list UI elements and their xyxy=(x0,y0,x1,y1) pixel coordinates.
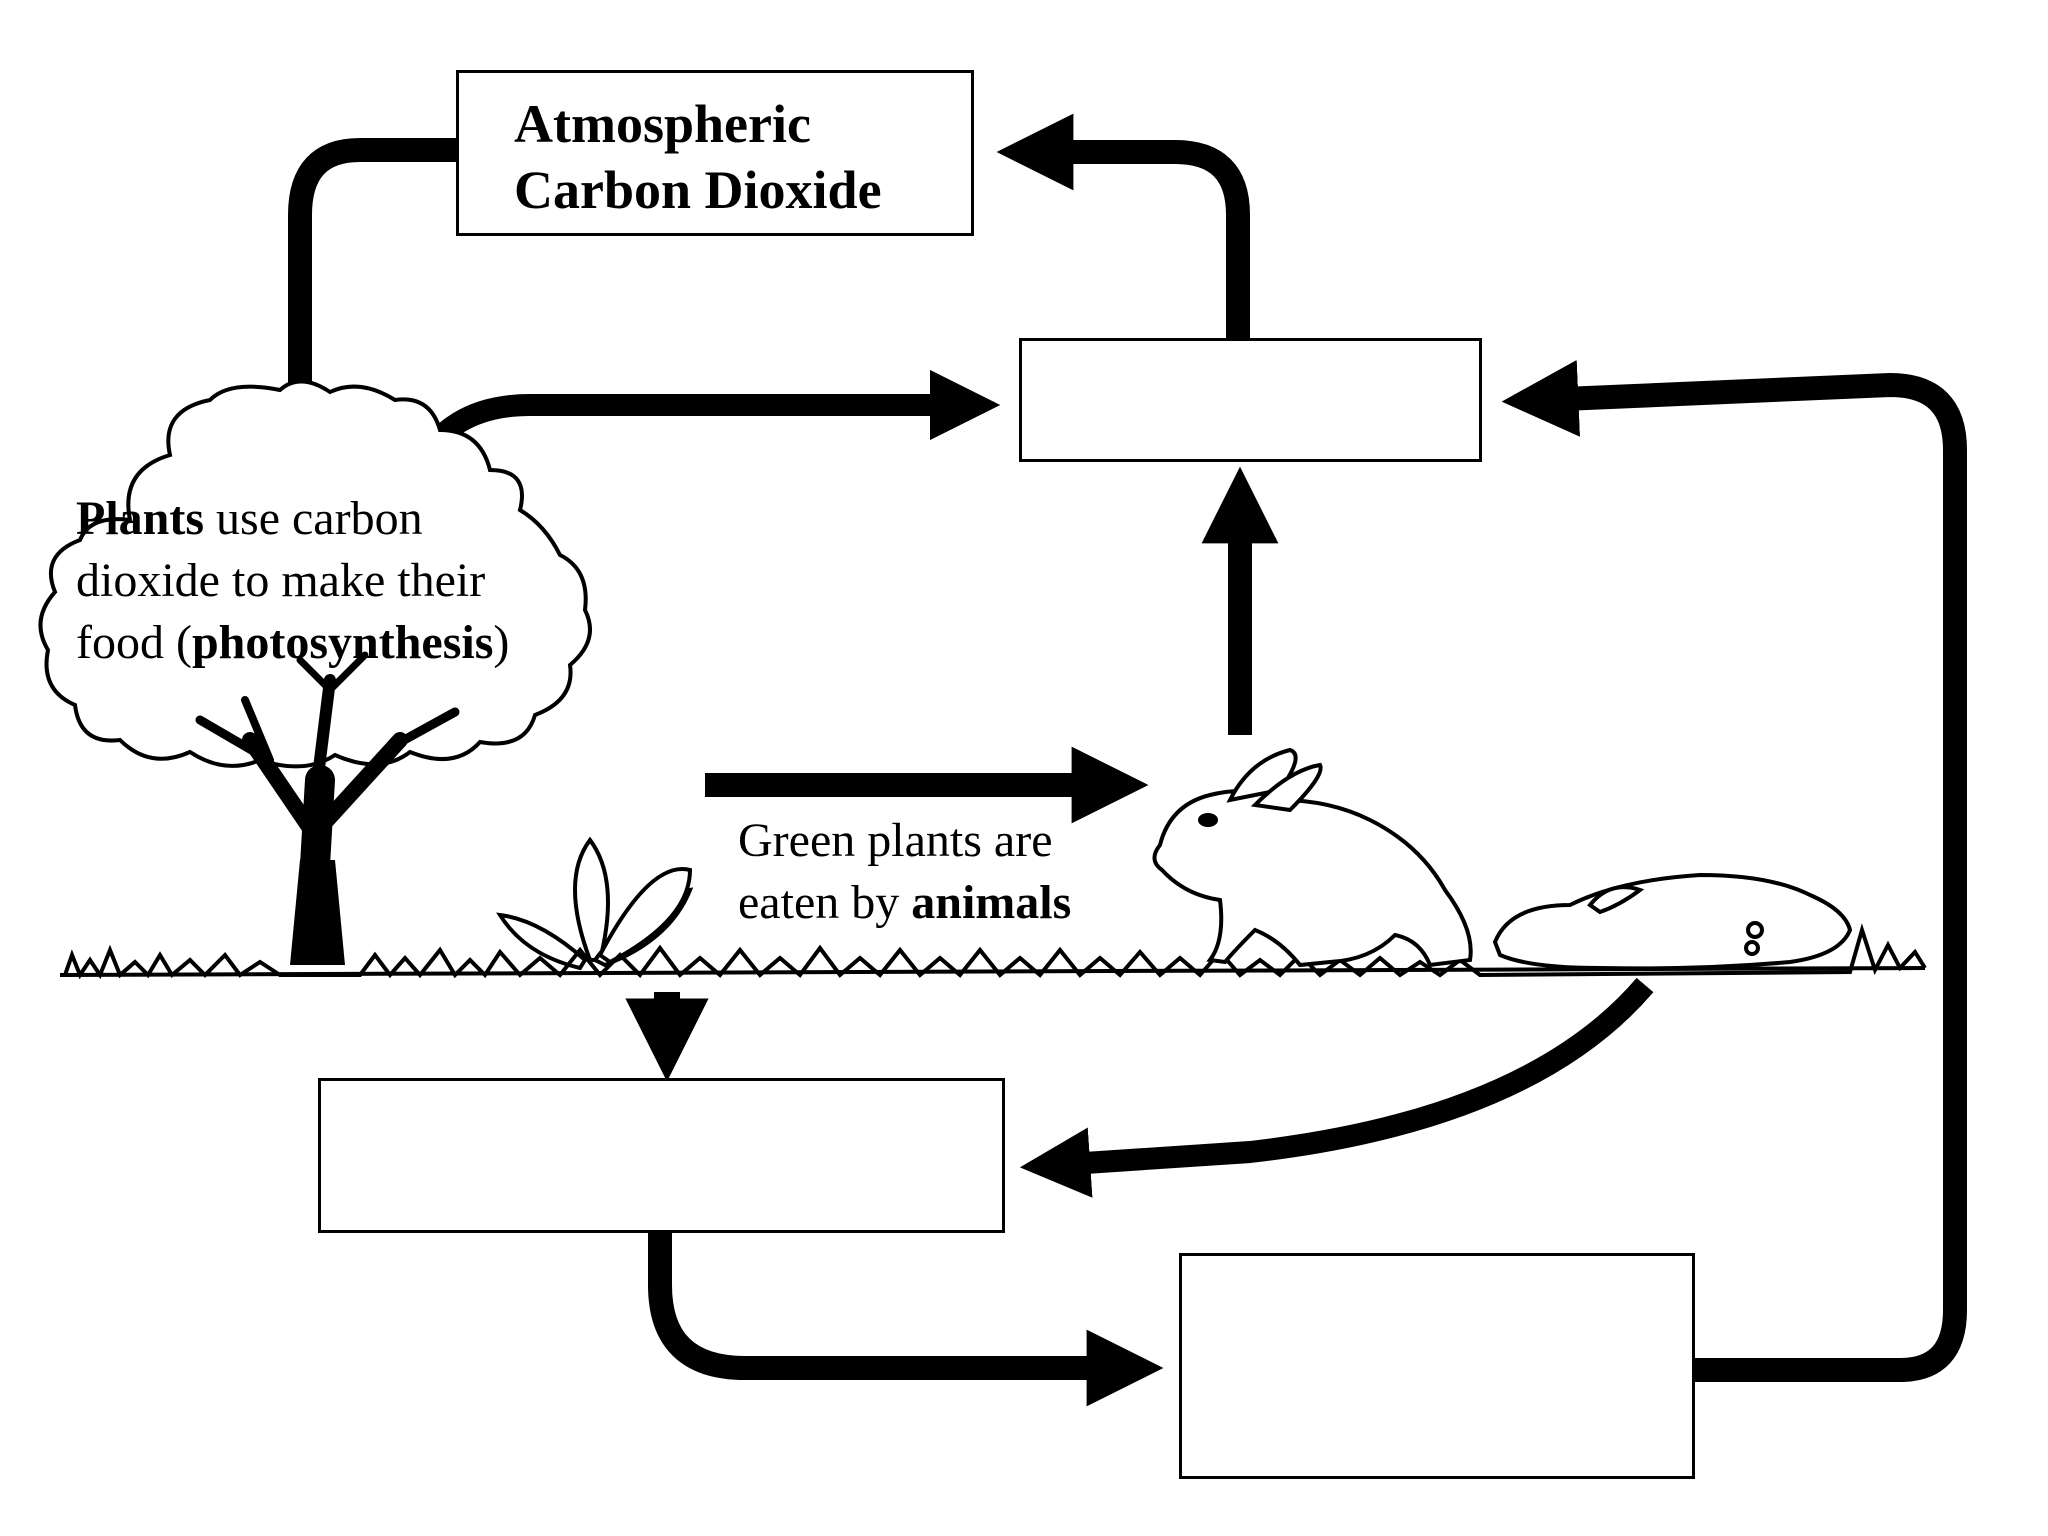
animals-label-line-2: eaten by animals xyxy=(738,872,1071,934)
plants-label-line-1: Plants use carbon xyxy=(76,488,509,550)
atmospheric-line-2: Carbon Dioxide xyxy=(514,160,882,220)
blank-box-bottom-right[interactable] xyxy=(1179,1253,1695,1479)
plants-line-3-prefix: food ( xyxy=(76,616,192,669)
photosynthesis-bold: photosynthesis xyxy=(191,616,494,669)
tree-trunk xyxy=(290,860,345,965)
atmospheric-co2-box: Atmospheric Carbon Dioxide xyxy=(456,70,974,236)
blank-box-top-right[interactable] xyxy=(1019,338,1482,462)
rabbit-illustration xyxy=(1152,747,1473,968)
arrow-box-to-atmosphere xyxy=(996,113,1250,338)
small-plant-illustration xyxy=(496,836,694,971)
tree-canopy xyxy=(38,379,592,769)
animals-bold: animals xyxy=(911,876,1072,929)
animals-label-line-1: Green plants are xyxy=(738,814,1053,867)
blank-box-bottom-left[interactable] xyxy=(318,1078,1005,1233)
plants-label-line-2: dioxide to make their xyxy=(76,554,486,607)
tree-illustration xyxy=(38,379,592,965)
arrow-decay-to-box xyxy=(1019,977,1654,1198)
animals-eating-label: Green plants are eaten by animals xyxy=(738,810,1071,934)
plants-line-3-suffix: ) xyxy=(493,616,510,669)
plants-line-1-text: use carbon xyxy=(204,492,423,545)
plants-bold: Plants xyxy=(76,492,205,545)
arrow-plants-to-box xyxy=(404,369,1001,480)
arrow-fossil-to-box xyxy=(1501,359,1967,1382)
plants-label-line-3: food (photosynthesis) xyxy=(76,612,509,674)
arrow-atmosphere-to-plants xyxy=(261,138,456,479)
plants-photosynthesis-label: Plants use carbon dioxide to make their … xyxy=(76,488,509,674)
dead-rabbit-illustration xyxy=(1492,872,1853,971)
arrow-box-to-fossil xyxy=(648,1233,1164,1407)
animals-line-2-text: eaten by xyxy=(738,876,912,929)
atmospheric-co2-title: Atmospheric Carbon Dioxide xyxy=(514,91,882,223)
atmospheric-line-1: Atmospheric xyxy=(514,94,811,154)
